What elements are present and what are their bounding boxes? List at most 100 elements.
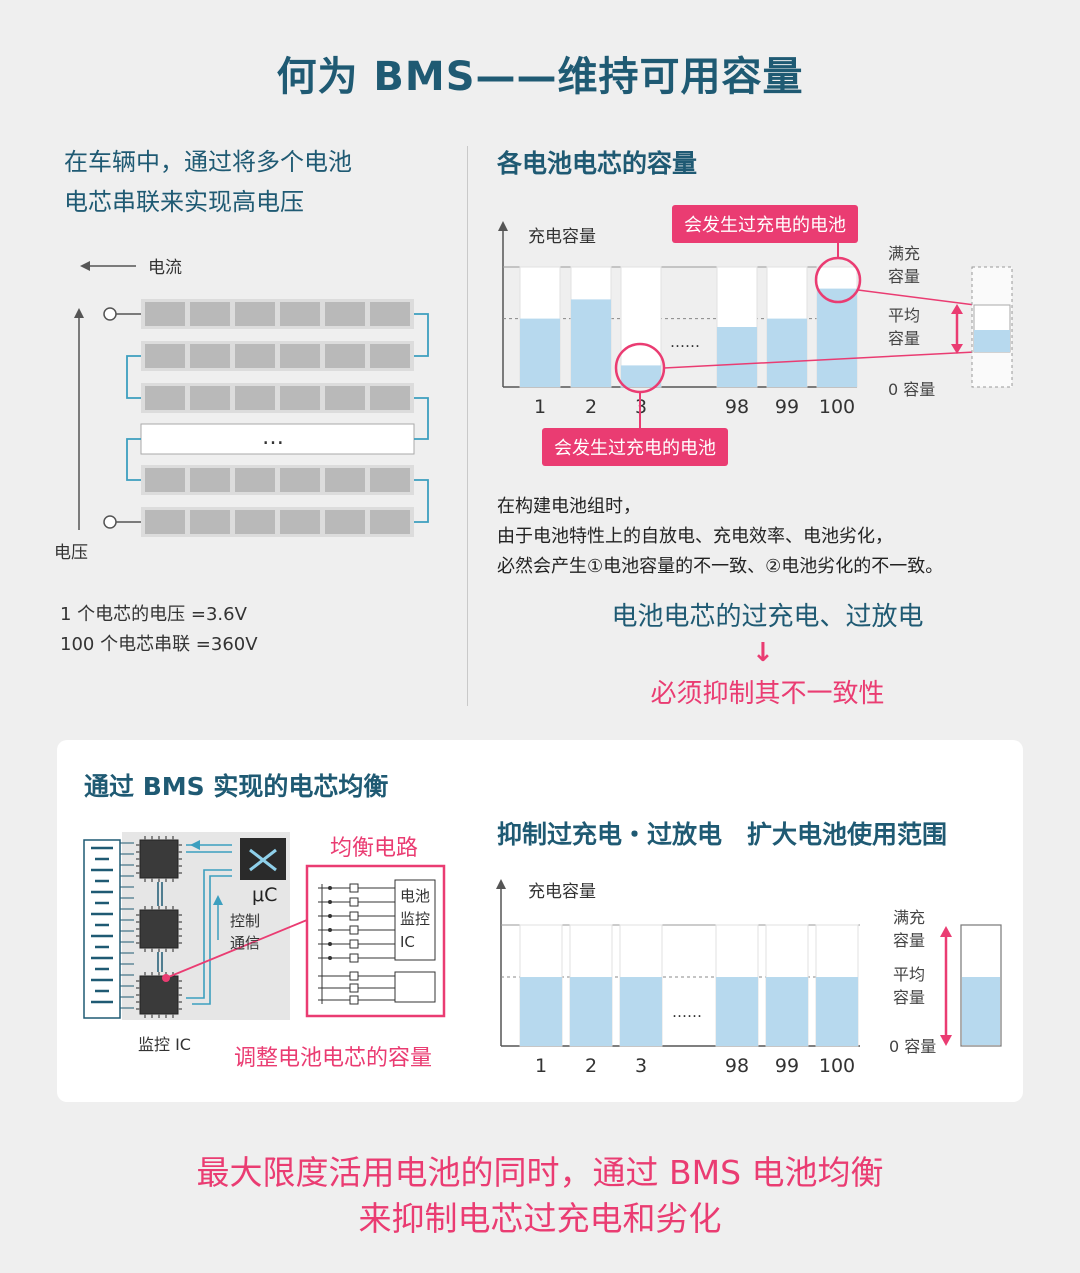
explanation-line: 在构建电池组时， <box>497 496 641 517</box>
balance-node <box>328 942 332 946</box>
intro-text: 在车辆中，通过将多个电池 电芯串联来实现高电压 <box>64 142 424 222</box>
battery-cell <box>370 344 410 368</box>
battery-cell <box>280 468 320 492</box>
range-arrow-head-down <box>940 1035 952 1046</box>
full-label-line: 满充 <box>888 244 921 263</box>
tick-label: 2 <box>585 1055 597 1077</box>
range-arrow-head-up <box>940 926 952 937</box>
footer-line: 最大限度活用电池的同时，通过 BMS 电池均衡 <box>196 1153 884 1192</box>
balance-resistor <box>349 983 359 993</box>
battery-cell <box>325 468 365 492</box>
battery-cell <box>280 302 320 326</box>
bar <box>817 288 857 387</box>
battery-cell <box>325 510 365 534</box>
balance-node <box>328 914 332 918</box>
balance-resistor <box>349 925 359 935</box>
battery-cell <box>145 510 185 534</box>
balance-resistor <box>349 939 359 949</box>
balanced-avg-label: 平均 容量 <box>893 963 925 1009</box>
down-arrow-icon: ↓ <box>752 638 774 668</box>
balance-circuit-label: 均衡电路 <box>330 836 419 861</box>
avg-label-line: 平均 <box>893 965 926 984</box>
battery-cell <box>235 386 275 410</box>
battery-cell <box>145 344 185 368</box>
cell-series-diagram <box>74 261 429 537</box>
tick-label: 99 <box>775 396 799 418</box>
capacity-dots: …… <box>670 333 700 351</box>
battery-cell <box>235 344 275 368</box>
overcharge-tag-bottom: 会发生过充电的电池 <box>542 428 728 466</box>
cell-row <box>141 383 414 413</box>
avg-label-line: 容量 <box>888 329 921 348</box>
battery-cell <box>325 302 365 326</box>
ellipsis-text: … <box>262 425 284 450</box>
battery-cell <box>190 468 230 492</box>
tick-label: 100 <box>819 1055 855 1077</box>
avg-capacity-label: 平均 容量 <box>888 304 920 350</box>
range-arrow-head-down <box>951 344 963 354</box>
bic-label-line: 电池 <box>400 887 431 905</box>
range-gauge-fill <box>974 330 1010 352</box>
balance-resistor <box>349 897 359 907</box>
cell-row <box>141 507 414 537</box>
balance-resistor <box>349 971 359 981</box>
voltage-arrow-head <box>74 308 84 318</box>
cell-row <box>141 465 414 495</box>
tick-label: 99 <box>775 1055 799 1077</box>
page-title: 何为 BMS——维持可用容量 <box>276 54 804 100</box>
full-label-line: 满充 <box>893 908 926 927</box>
bic-label-line: 监控 <box>400 910 431 928</box>
avg-label-line: 平均 <box>888 306 921 325</box>
capacity-chart-title: 各电池电芯的容量 <box>497 149 698 178</box>
zero-capacity-label: 0 容量 <box>888 380 936 399</box>
overcharge-tag-top: 会发生过充电的电池 <box>672 205 858 243</box>
tick-label: 1 <box>535 1055 547 1077</box>
balanced-full-label: 满充 容量 <box>893 906 925 952</box>
intro-line: 在车辆中，通过将多个电池 <box>64 148 352 176</box>
balance-node <box>328 956 332 960</box>
battery-cell <box>145 386 185 410</box>
tick-label: 2 <box>585 396 597 418</box>
comm-arrow-left <box>190 840 200 850</box>
current-label: 电流 <box>148 258 182 278</box>
battery-cell <box>190 302 230 326</box>
bar <box>620 977 662 1046</box>
cell-rows <box>141 299 414 537</box>
issue-text: 电池电芯的过充电、过放电 <box>611 602 924 632</box>
balanced-zero-label: 0 容量 <box>889 1037 937 1056</box>
bar <box>621 365 661 387</box>
battery-cell <box>325 344 365 368</box>
bar <box>571 299 611 387</box>
spec-cell-voltage: 1 个电芯的电压 =3.6V <box>60 604 247 625</box>
battery-cell <box>370 468 410 492</box>
adjust-capacity-label: 调整电池电芯的容量 <box>234 1046 433 1071</box>
cell-row <box>141 341 414 371</box>
bar <box>570 977 612 1046</box>
full-label-line: 容量 <box>893 931 926 950</box>
balanced-dots: …… <box>672 1003 702 1021</box>
balance-node <box>328 886 332 890</box>
ic-link <box>165 919 308 979</box>
tick-label: 100 <box>819 396 855 418</box>
y-axis-arrow <box>496 879 506 889</box>
battery-cell <box>370 510 410 534</box>
link-line-bottom <box>663 351 976 369</box>
balanced-chart-title: 抑制过充电・过放电 扩大电池使用范围 <box>497 820 948 849</box>
capacity-axis-title: 充电容量 <box>528 227 596 247</box>
microcontroller-label: μC <box>252 884 278 906</box>
control-arrow-up <box>213 895 223 905</box>
explanation-line: 由于电池特性上的自放电、充电效率、电池劣化， <box>497 526 893 547</box>
balance-resistor <box>349 995 359 1005</box>
control-label-line: 控制 <box>230 912 261 930</box>
bms-balancing-title: 通过 BMS 实现的电芯均衡 <box>84 772 389 801</box>
row-connectors <box>126 313 429 523</box>
intro-line: 电芯串联来实现高电压 <box>64 188 304 216</box>
tick-label: 98 <box>725 1055 749 1077</box>
balance-node <box>328 900 332 904</box>
monitor-ic-chips <box>136 836 182 1018</box>
balanced-axis-title: 充电容量 <box>528 882 596 902</box>
bar <box>766 977 808 1046</box>
full-label-line: 容量 <box>888 267 921 286</box>
